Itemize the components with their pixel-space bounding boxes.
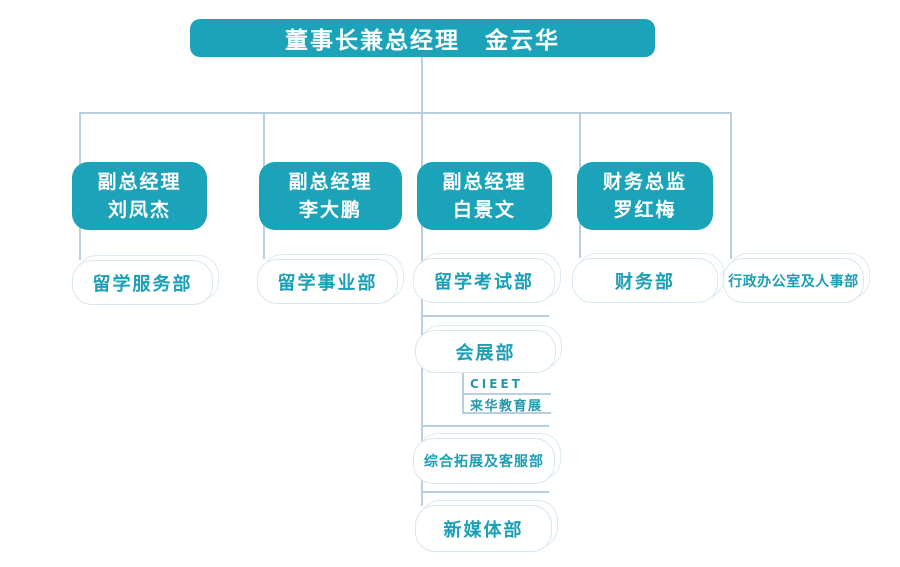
node-chairman-gm-label: 董事长兼总经理 金云华 bbox=[285, 28, 560, 54]
dept-label: 新媒体部 bbox=[443, 519, 524, 541]
node-dept-study-abroad-service: 留学服务部 bbox=[72, 260, 213, 305]
connector-main-horizontal bbox=[79, 112, 732, 114]
connector-tick-exhibition bbox=[421, 315, 549, 317]
annotation-underline-1 bbox=[462, 393, 551, 395]
dept-label: 行政办公室及人事部 bbox=[728, 273, 859, 290]
exec-name: 刘凤杰 bbox=[107, 199, 171, 221]
dept-label: 会展部 bbox=[455, 342, 516, 364]
connector-col3-drop bbox=[421, 112, 423, 506]
connector-tick-newmedia bbox=[421, 491, 549, 493]
node-dept-exhibition: 会展部 bbox=[415, 330, 556, 373]
exec-title: 副总经理 bbox=[97, 171, 182, 193]
dept-label: 综合拓展及客服部 bbox=[424, 454, 544, 470]
node-dept-admin-hr: 行政办公室及人事部 bbox=[723, 258, 864, 303]
node-deputy-gm-1: 副总经理 刘凤杰 bbox=[72, 162, 207, 230]
node-dept-study-abroad-business: 留学事业部 bbox=[257, 259, 398, 304]
node-finance-director: 财务总监 罗红梅 bbox=[577, 162, 713, 230]
dept-label: 财务部 bbox=[615, 271, 675, 293]
node-dept-outreach-customer-service: 综合拓展及客服部 bbox=[413, 438, 555, 484]
exec-name: 罗红梅 bbox=[613, 199, 677, 221]
connector-root-drop bbox=[421, 56, 423, 113]
exec-title: 财务总监 bbox=[602, 171, 687, 193]
exec-title: 副总经理 bbox=[288, 171, 373, 193]
dept-label: 留学事业部 bbox=[277, 272, 378, 294]
exec-name: 李大鹏 bbox=[298, 199, 362, 221]
node-deputy-gm-2: 副总经理 李大鹏 bbox=[259, 162, 402, 230]
exec-name: 白景文 bbox=[452, 199, 516, 221]
annotation-cieet: CIEET bbox=[470, 377, 523, 391]
node-dept-finance: 财务部 bbox=[572, 258, 718, 303]
node-deputy-gm-3: 副总经理 白景文 bbox=[417, 162, 552, 230]
node-chairman-gm: 董事长兼总经理 金云华 bbox=[190, 19, 655, 57]
connector-tick-outreach bbox=[421, 425, 549, 427]
node-dept-new-media: 新媒体部 bbox=[415, 505, 552, 552]
dept-label: 留学考试部 bbox=[434, 271, 534, 293]
annotation-china-education-expo: 来华教育展 bbox=[470, 399, 543, 414]
exec-title: 副总经理 bbox=[442, 171, 527, 193]
annotation-underline-2 bbox=[462, 412, 551, 414]
dept-label: 留学服务部 bbox=[92, 273, 193, 295]
connector-col5-drop bbox=[730, 112, 732, 259]
node-dept-study-abroad-exam: 留学考试部 bbox=[413, 258, 555, 303]
